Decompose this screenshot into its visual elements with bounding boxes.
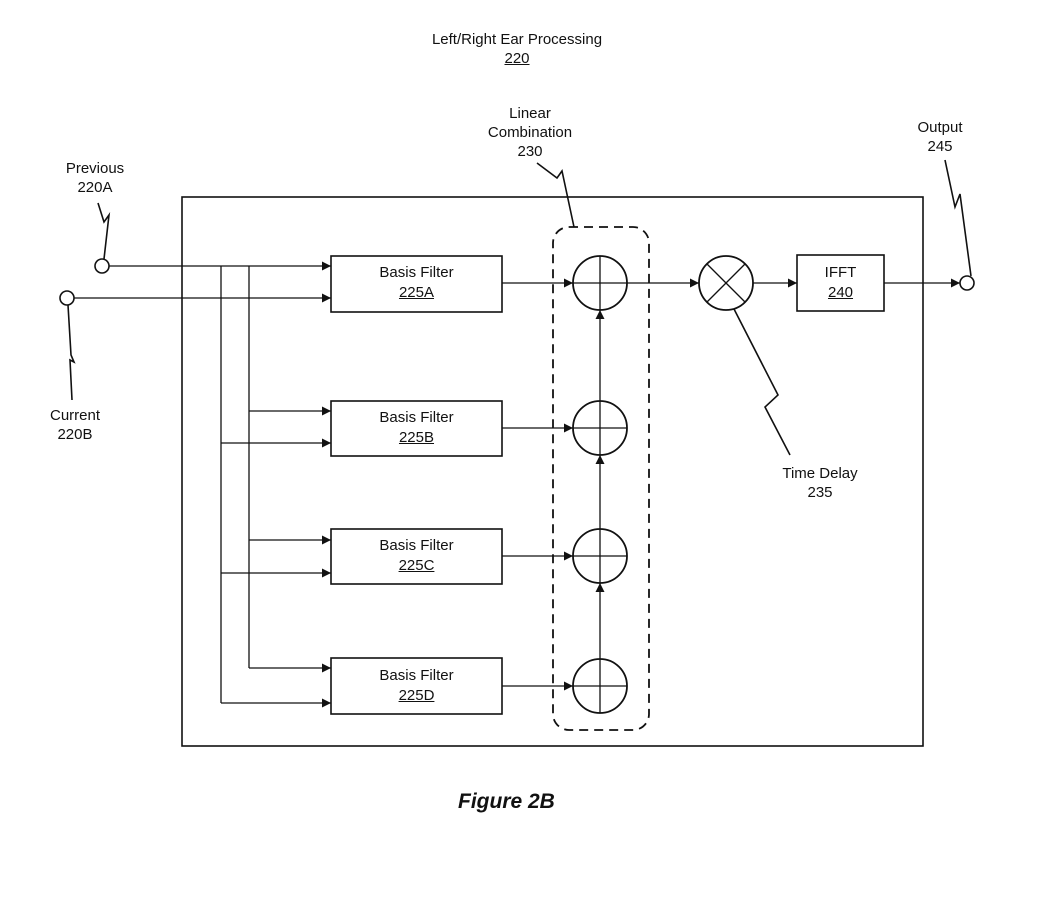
output-leader-line [944,159,972,277]
time-delay-label: Time Delay 235 [760,464,880,502]
basis-filter-225C: Basis Filter 225C [331,536,502,576]
linear-combination-label: Linear Combination 230 [460,104,600,161]
basis-filter-label: Basis Filter [379,537,454,554]
linear-combination-line2: Combination [487,124,573,141]
basis-filter-ref: 225B [398,429,435,446]
current-leader-line [67,304,76,401]
diagram-title-text: Left/Right Ear Processing [431,31,603,48]
basis-filter-label: Basis Filter [379,667,454,684]
previous-leader-line [97,202,111,260]
previous-input-label: Previous 220A [50,159,140,197]
time-delay-name: Time Delay [782,465,858,482]
ifft-label: IFFT [824,264,857,281]
diagram-title: Left/Right Ear Processing 220 [392,30,642,68]
previous-input-terminal[interactable] [94,258,110,274]
summer-4 [572,658,628,714]
basis-filter-ref: 225A [398,284,435,301]
basis-filter-label: Basis Filter [379,264,454,281]
summer-1 [572,255,628,311]
ifft-240: IFFT 240 [797,263,884,303]
basis-filter-ref: 225D [398,687,435,704]
linear-combination-line1: Linear [509,105,551,122]
basis-filter-225D: Basis Filter 225D [331,666,502,706]
summer-3 [572,528,628,584]
linear-combination-region [552,226,650,731]
linear-combination-leader-line [536,162,575,228]
figure-caption: Figure 2B [458,790,555,813]
summer-2 [572,400,628,456]
basis-filter-225A: Basis Filter 225A [331,263,502,303]
ifft-ref: 240 [827,284,854,301]
processing-block-outline [181,196,924,747]
output-terminal[interactable] [959,275,975,291]
output-label: Output 245 [900,118,980,156]
current-input-ref: 220B [57,426,93,443]
current-input-label: Current 220B [30,406,120,444]
current-input-terminal[interactable] [59,290,75,306]
output-name: Output [917,119,963,136]
time-delay-ref: 235 [807,484,833,501]
linear-combination-ref: 230 [517,143,543,160]
current-input-name: Current [49,407,101,424]
basis-filter-225B: Basis Filter 225B [331,408,502,448]
previous-input-ref: 220A [77,179,113,196]
output-ref: 245 [927,138,953,155]
time-delay-leader-line [733,308,791,456]
basis-filter-225A-box[interactable] [330,255,503,313]
basis-filter-ref: 225C [398,557,435,574]
previous-input-name: Previous [65,160,125,177]
time-delay-multiplier[interactable] [698,255,754,311]
diagram-title-ref: 220 [504,50,530,67]
basis-filter-label: Basis Filter [379,409,454,426]
